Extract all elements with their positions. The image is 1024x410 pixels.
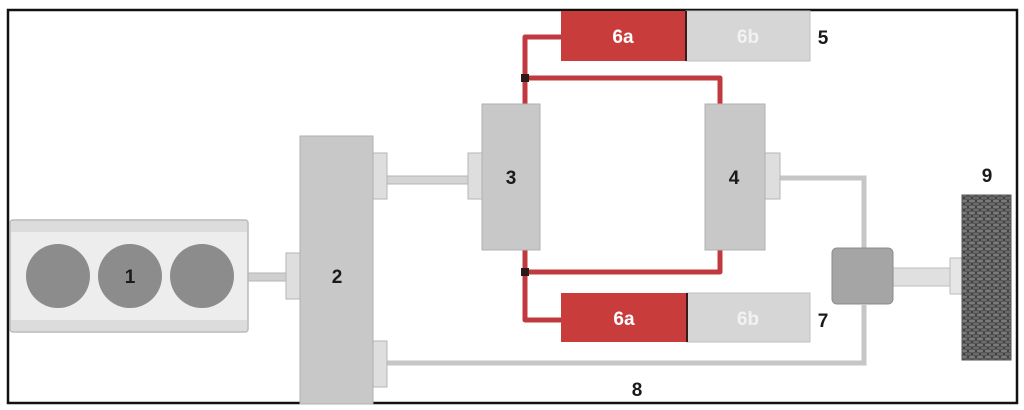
high-pressure-accumulator: 6a 6b 5 <box>561 10 829 62</box>
low-pressure-accumulator: 6a 6b 7 <box>561 292 829 343</box>
pump-motor-3-box <box>481 103 541 251</box>
flange-transmission-output-top <box>371 152 388 200</box>
accumulator-top-fluid <box>561 11 686 61</box>
label-transmission: 2 <box>332 267 343 288</box>
line-pump-4-to-differential <box>780 175 867 250</box>
label-driveshaft: 8 <box>632 380 643 401</box>
label-pump-motor-3: 3 <box>506 168 517 189</box>
line-bottom-junction-to-pump-4 <box>525 250 723 275</box>
shaft-transmission-to-pump-3 <box>385 175 471 185</box>
label-accumulator-top-gas: 6b <box>737 27 759 48</box>
pump-motor-4-box <box>704 103 766 251</box>
shaft-differential-to-wheel <box>892 267 954 287</box>
label-engine: 1 <box>125 267 136 288</box>
accumulator-top-gas <box>685 10 811 62</box>
engine-cylinder-1 <box>26 244 90 308</box>
label-accumulator-bottom-gas: 6b <box>737 309 759 330</box>
wheel: 9 <box>961 166 1012 361</box>
accumulator-bottom-gas <box>686 292 811 343</box>
label-pump-motor-4: 4 <box>729 168 740 189</box>
pump-motor-3: 3 <box>481 103 541 251</box>
line-driveshaft-8 <box>386 305 867 366</box>
differential <box>831 247 894 305</box>
line-top-junction-to-pump-4 <box>525 75 723 106</box>
engine-cylinder-3 <box>170 244 234 308</box>
flange-transmission-output-bottom <box>371 340 388 388</box>
engine-bottom-rail <box>11 320 247 331</box>
label-wheel: 9 <box>982 166 993 187</box>
transmission-box <box>299 135 374 405</box>
label-high-pressure-accumulator: 5 <box>818 28 829 49</box>
engine-cylinder-2 <box>98 244 162 308</box>
engine: 1 <box>9 219 249 333</box>
flange-transmission-input <box>285 252 302 300</box>
junction-top <box>521 74 529 82</box>
engine-top-rail <box>11 221 247 232</box>
mechanical-links <box>247 175 954 366</box>
transmission: 2 <box>299 135 374 405</box>
accumulator-bottom-fluid <box>561 293 687 342</box>
label-low-pressure-accumulator: 7 <box>818 311 829 332</box>
pump-motor-4: 4 <box>704 103 766 251</box>
junction-bottom <box>521 268 529 276</box>
label-accumulator-bottom-fluid: 6a <box>613 309 635 330</box>
line-accumulator-top-to-junction <box>522 34 562 105</box>
flange-pump-3 <box>467 152 484 200</box>
flange-pump-4 <box>764 152 781 200</box>
label-accumulator-top-fluid: 6a <box>612 27 634 48</box>
wheel-tire <box>961 194 1012 361</box>
shaft-engine-to-transmission <box>247 272 289 282</box>
